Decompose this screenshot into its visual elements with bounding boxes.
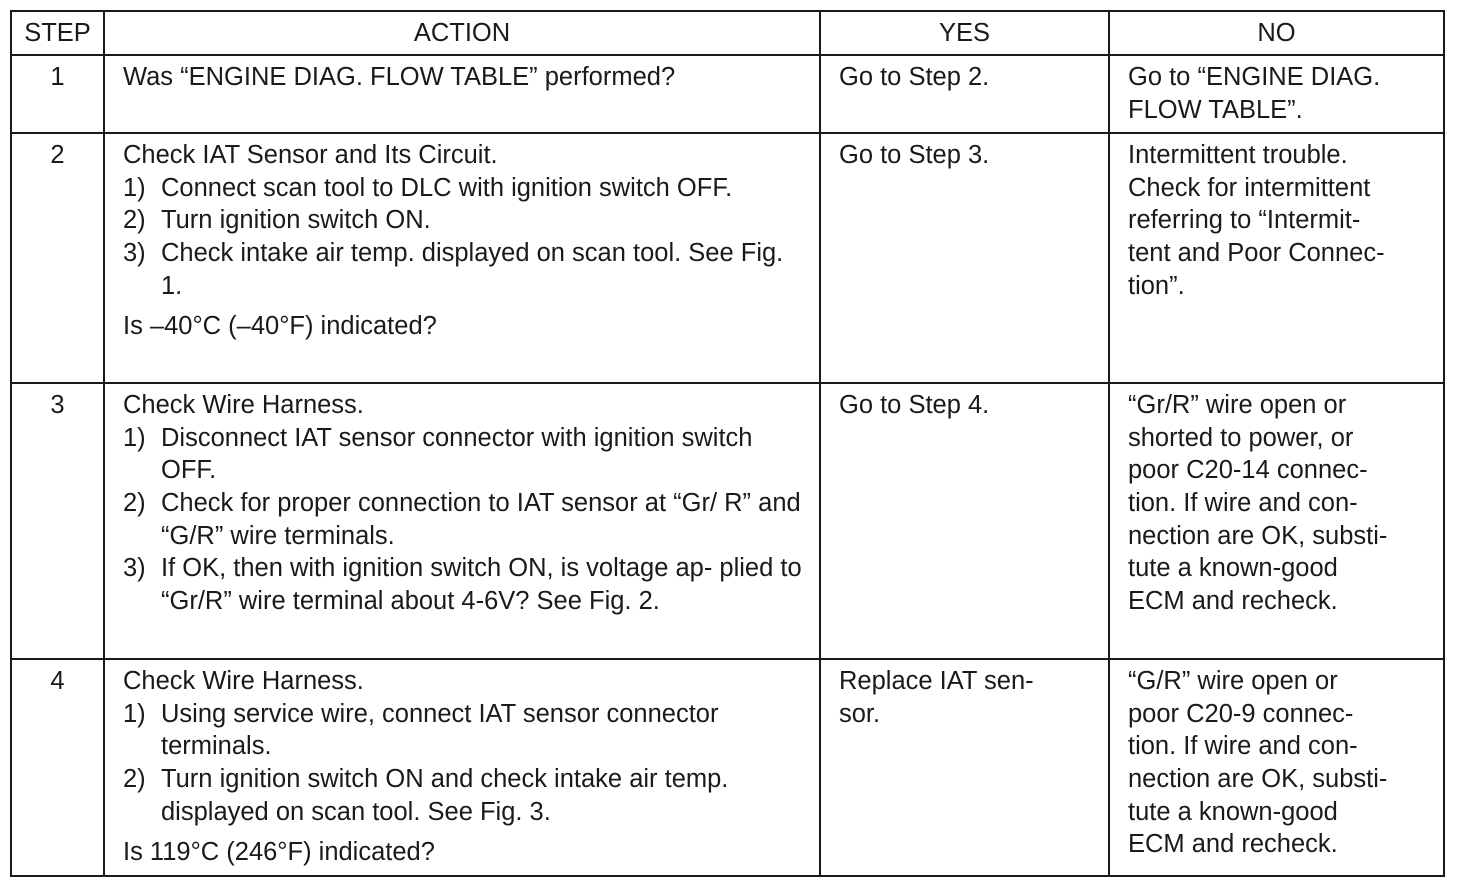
action-title: Check Wire Harness. bbox=[123, 667, 364, 696]
action-title: Check Wire Harness. bbox=[123, 391, 364, 420]
action-cell: Check IAT Sensor and Its Circuit. 1)Conn… bbox=[103, 132, 821, 385]
table-row: 2 Check IAT Sensor and Its Circuit. 1)Co… bbox=[10, 132, 1445, 385]
list-item: 2)Check for proper connection to IAT sen… bbox=[123, 488, 801, 550]
action-steps-list: 1)Using service wire, connect IAT sensor… bbox=[123, 698, 805, 828]
yes-cell: Go to Step 4. bbox=[819, 382, 1110, 661]
no-text: “Gr/R” wire open or shorted to power, or… bbox=[1128, 391, 1388, 615]
step-number: 4 bbox=[10, 658, 105, 877]
yes-text: Go to Step 3. bbox=[839, 141, 990, 170]
header-row: STEP ACTION YES NO bbox=[10, 10, 1445, 56]
action-title: Check IAT Sensor and Its Circuit. bbox=[123, 141, 498, 170]
step-number: 3 bbox=[10, 382, 105, 661]
table-row: 1 Was “ENGINE DIAG. FLOW TABLE” performe… bbox=[10, 53, 1445, 135]
action-cell: Was “ENGINE DIAG. FLOW TABLE” performed? bbox=[103, 53, 821, 135]
header-yes: YES bbox=[819, 10, 1110, 56]
list-item: 1)Using service wire, connect IAT sensor… bbox=[123, 699, 719, 761]
action-title: Was “ENGINE DIAG. FLOW TABLE” performed? bbox=[123, 63, 676, 91]
action-question: Is –40°C (–40°F) indicated? bbox=[123, 312, 437, 341]
header-step: STEP bbox=[10, 10, 105, 56]
step-number: 1 bbox=[10, 53, 105, 135]
action-steps-list: 1)Connect scan tool to DLC with ignition… bbox=[123, 172, 805, 302]
action-steps-list: 1)Disconnect IAT sensor connector with i… bbox=[123, 422, 805, 618]
list-item: 3)If OK, then with ignition switch ON, i… bbox=[123, 554, 802, 615]
no-cell: Go to “ENGINE DIAG. FLOW TABLE”. bbox=[1108, 53, 1445, 135]
list-item: 1)Connect scan tool to DLC with ignition… bbox=[123, 173, 733, 202]
yes-text: Go to Step 2. bbox=[839, 63, 990, 91]
list-item: 1)Disconnect IAT sensor connector with i… bbox=[123, 423, 753, 485]
no-text: “G/R” wire open or poor C20-9 connec- ti… bbox=[1128, 667, 1388, 859]
action-cell: Check Wire Harness. 1)Using service wire… bbox=[103, 658, 821, 877]
yes-cell: Go to Step 2. bbox=[819, 53, 1110, 135]
action-question: Is 119°C (246°F) indicated? bbox=[123, 838, 435, 867]
yes-cell: Go to Step 3. bbox=[819, 132, 1110, 385]
action-cell: Check Wire Harness. 1)Disconnect IAT sen… bbox=[103, 382, 821, 661]
step-number: 2 bbox=[10, 132, 105, 385]
table-row: 4 Check Wire Harness. 1)Using service wi… bbox=[10, 658, 1445, 877]
diagnostic-flow-table: STEP ACTION YES NO 1 Was “ENGINE DIAG. F… bbox=[10, 10, 1445, 877]
list-item: 2)Turn ignition switch ON. bbox=[123, 206, 431, 235]
yes-text: Go to Step 4. bbox=[839, 391, 990, 420]
table-row: 3 Check Wire Harness. 1)Disconnect IAT s… bbox=[10, 382, 1445, 661]
list-item: 3)Check intake air temp. displayed on sc… bbox=[123, 238, 784, 300]
no-cell: Intermittent trouble. Check for intermit… bbox=[1108, 132, 1445, 385]
no-cell: “Gr/R” wire open or shorted to power, or… bbox=[1108, 382, 1445, 661]
no-cell: “G/R” wire open or poor C20-9 connec- ti… bbox=[1108, 658, 1445, 877]
list-item: 2)Turn ignition switch ON and check inta… bbox=[123, 764, 729, 826]
no-text: Intermittent trouble. Check for intermit… bbox=[1128, 141, 1385, 300]
yes-text: Replace IAT sen- sor. bbox=[839, 667, 1034, 728]
yes-cell: Replace IAT sen- sor. bbox=[819, 658, 1110, 877]
header-no: NO bbox=[1108, 10, 1445, 56]
no-text: Go to “ENGINE DIAG. FLOW TABLE”. bbox=[1128, 63, 1381, 124]
header-action: ACTION bbox=[103, 10, 821, 56]
